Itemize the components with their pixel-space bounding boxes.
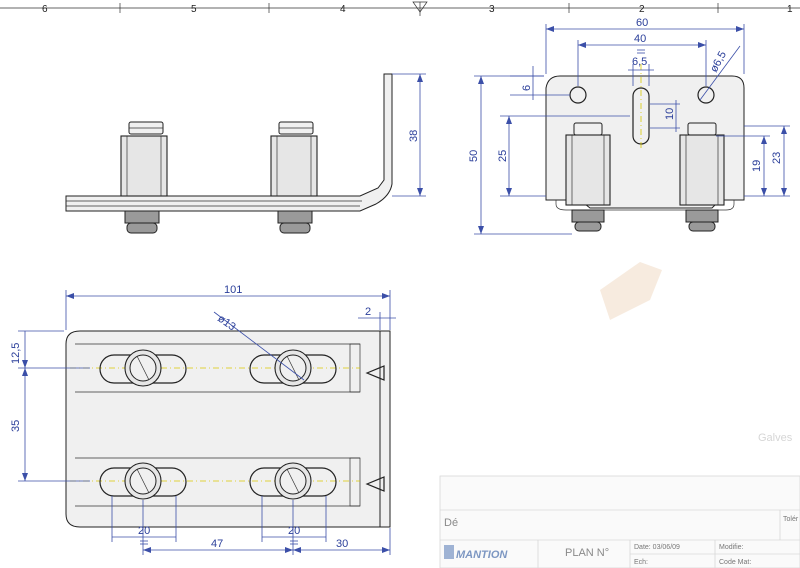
ruler-label-1: 1 xyxy=(787,4,793,15)
dim-25: 25 xyxy=(497,150,509,162)
dim-101: 101 xyxy=(224,284,242,296)
plan-roller-4 xyxy=(274,462,312,500)
ruler-label-5: 5 xyxy=(191,4,197,15)
faded-word: Galves xyxy=(758,432,793,444)
dim-50: 50 xyxy=(468,150,480,162)
dim-47: 47 xyxy=(211,538,223,550)
dim-6: 6 xyxy=(521,85,533,91)
dim-30: 30 xyxy=(336,538,348,550)
title-block: Dé Tolér MANTION PLAN N° Date: 03/06/09 … xyxy=(439,475,800,568)
end-roller-left xyxy=(565,122,611,232)
side-roller-2 xyxy=(270,121,318,234)
dim-35: 35 xyxy=(10,420,22,432)
plan-view: 101 2 ø13 12,5 35 20 20 47 30 xyxy=(10,284,396,555)
dim-60: 60 xyxy=(636,17,648,29)
side-roller-1 xyxy=(120,121,168,234)
ruler-label-3: 3 xyxy=(489,4,495,15)
date-label: Date: 03/06/09 xyxy=(634,544,680,551)
end-roller-right xyxy=(679,122,725,232)
title-block-des: Dé xyxy=(444,517,458,529)
ruler-label-2: 2 xyxy=(639,4,645,15)
dim-10: 10 xyxy=(664,108,676,120)
end-view: 60 40 6,5 ø6,5 6 10 50 25 xyxy=(468,17,790,235)
dim-6-5: 6,5 xyxy=(632,56,647,68)
dim-20-right: 20 xyxy=(288,525,300,537)
side-view: 38 xyxy=(65,73,426,234)
code-mat-label: Code Mat: xyxy=(719,559,751,566)
dim-20-left: 20 xyxy=(138,525,150,537)
dim-23: 23 xyxy=(771,152,783,164)
dim-40: 40 xyxy=(634,33,646,45)
mantion-logo: MANTION xyxy=(456,549,508,561)
top-ruler: 6 5 4 3 2 1 xyxy=(0,1,800,16)
ruler-label-6: 6 xyxy=(42,4,48,15)
plan-number-label: PLAN N° xyxy=(565,547,609,559)
plan-roller-1 xyxy=(124,349,162,387)
modif-label: Modifie: xyxy=(719,544,744,551)
dim-hole-diameter: ø6,5 xyxy=(708,49,729,74)
echelle-label: Ech: xyxy=(634,559,648,566)
dim-12-5: 12,5 xyxy=(10,343,22,364)
title-block-toler: Tolér xyxy=(783,516,799,523)
plan-roller-3 xyxy=(124,462,162,500)
dim-2: 2 xyxy=(365,306,371,318)
dim-38: 38 xyxy=(408,130,420,142)
ruler-label-4: 4 xyxy=(340,4,346,15)
faded-background: Galves xyxy=(600,262,793,444)
plan-roller-2 xyxy=(274,349,312,387)
dim-19: 19 xyxy=(751,160,763,172)
mantion-logo-icon xyxy=(444,545,454,559)
